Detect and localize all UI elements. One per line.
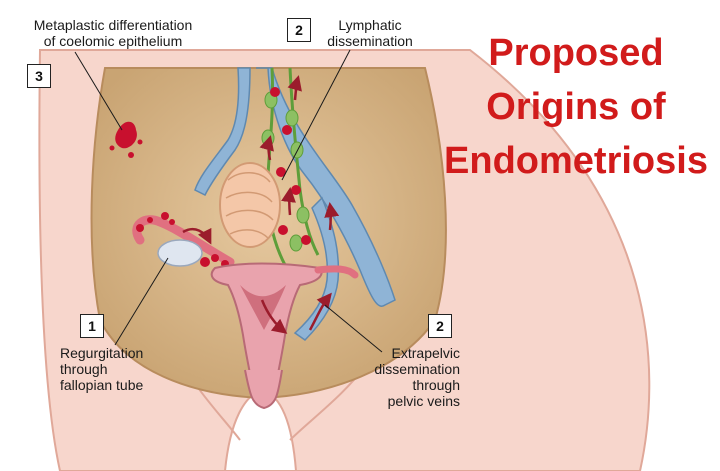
marker-metaplastic: 3 — [27, 64, 51, 88]
uterine-cavity — [240, 285, 286, 330]
ovary — [157, 239, 203, 267]
label-extrapelvic: Extrapelvic dissemination through pelvic… — [374, 345, 460, 409]
title-line-3: Endometriosis — [444, 140, 708, 182]
cervix — [244, 369, 283, 410]
dissemination-arrows — [182, 75, 340, 334]
leader-lines — [74, 49, 383, 353]
vein-left — [194, 67, 251, 197]
label-metaplastic: Metaplastic differentiation of coelomic … — [33, 17, 193, 49]
title-line-1: Proposed — [488, 32, 664, 74]
right-tube — [314, 265, 359, 279]
label-regurgitation: Regurgitation through fallopian tube — [60, 345, 144, 393]
intestine — [219, 162, 281, 248]
label-lymphatic: Lymphatic dissemination — [327, 17, 413, 49]
marker-extrapelvic: 2 — [428, 314, 452, 338]
title-line-2: Origins of — [486, 86, 666, 128]
marker-lymphatic: 2 — [287, 18, 311, 42]
slide-title: Proposed Origins of Endometriosis — [440, 26, 712, 188]
marker-regurgitation: 1 — [80, 314, 104, 338]
